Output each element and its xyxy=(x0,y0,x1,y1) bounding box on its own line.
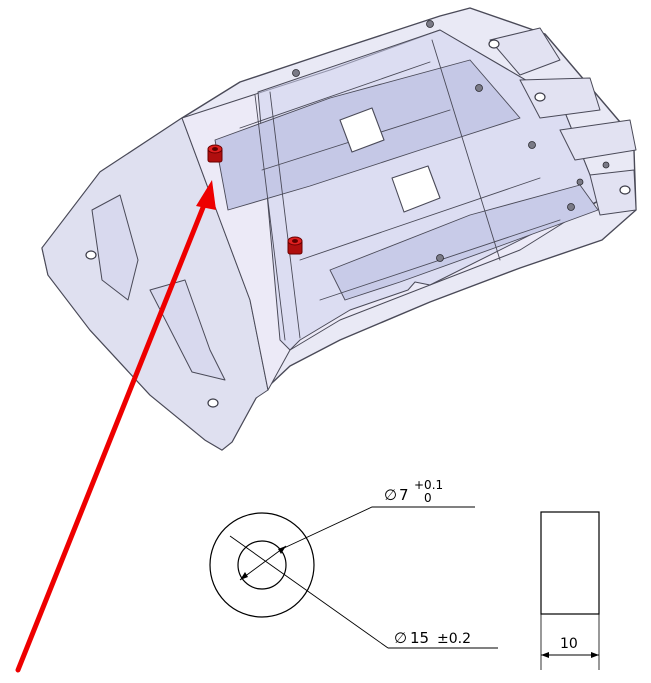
recess-lower xyxy=(329,184,599,301)
inner-circle xyxy=(237,540,287,590)
inner-leader xyxy=(283,506,475,549)
window-lower xyxy=(391,165,441,213)
inner-dia-tol-upper: +0.1 xyxy=(414,478,443,492)
right-tab-1 xyxy=(489,27,561,76)
outer-dim-line xyxy=(229,535,389,649)
boss-4 xyxy=(528,141,536,149)
right-tab-2 xyxy=(519,77,601,119)
boss-2 xyxy=(475,84,483,92)
outer-diameter-label: ∅ 15 ±0.2 xyxy=(394,629,471,647)
hole-right-2 xyxy=(619,185,631,195)
red-insert-1 xyxy=(207,144,223,163)
side-rect xyxy=(540,511,600,615)
boss-5 xyxy=(567,203,575,211)
insert-side-view xyxy=(540,511,600,670)
outer-circle xyxy=(209,512,315,618)
red-inserts xyxy=(207,144,303,255)
bosses xyxy=(292,20,610,262)
insert-top-view xyxy=(209,506,498,649)
inner-dia-symbol: ∅ xyxy=(384,486,397,504)
red-pointer-arrow xyxy=(15,180,216,673)
hole-right-1 xyxy=(534,92,546,102)
hole-left-flange xyxy=(85,250,97,260)
dim-arrow-right xyxy=(591,652,599,658)
boss-6 xyxy=(436,254,444,262)
left-flange-step-2 xyxy=(149,279,226,381)
dim-arrow-left xyxy=(541,652,549,658)
left-flange-step xyxy=(91,194,139,301)
hole-bottom-flange xyxy=(207,398,219,408)
inner-dia-value: 7 xyxy=(399,486,409,504)
right-tab-3 xyxy=(559,119,637,161)
arrow-shaft xyxy=(15,197,209,673)
window-upper xyxy=(339,107,385,153)
inner-dim-line xyxy=(239,545,287,581)
mounting-holes xyxy=(85,39,631,408)
inner-arrow-tip-1 xyxy=(240,572,248,580)
inner-dia-tol-lower: 0 xyxy=(424,491,432,505)
inner-arrow-tip-2 xyxy=(278,546,286,554)
arrow-head xyxy=(196,180,216,210)
boss-8 xyxy=(602,161,610,169)
outer-dia-value: 15 xyxy=(410,629,429,647)
outer-dia-tol: ±0.2 xyxy=(437,631,471,647)
hole-top-right xyxy=(488,39,500,49)
boss-7 xyxy=(576,178,584,186)
right-tab-4 xyxy=(589,169,637,216)
red-insert-2 xyxy=(287,236,303,255)
inner-diameter-label: ∅ 7 +0.1 0 xyxy=(384,478,443,505)
height-dim-value: 10 xyxy=(560,636,578,652)
boss-1 xyxy=(426,20,434,28)
rib-line-2 xyxy=(254,39,501,341)
outer-dia-symbol: ∅ xyxy=(394,629,407,647)
boss-3 xyxy=(292,69,300,77)
